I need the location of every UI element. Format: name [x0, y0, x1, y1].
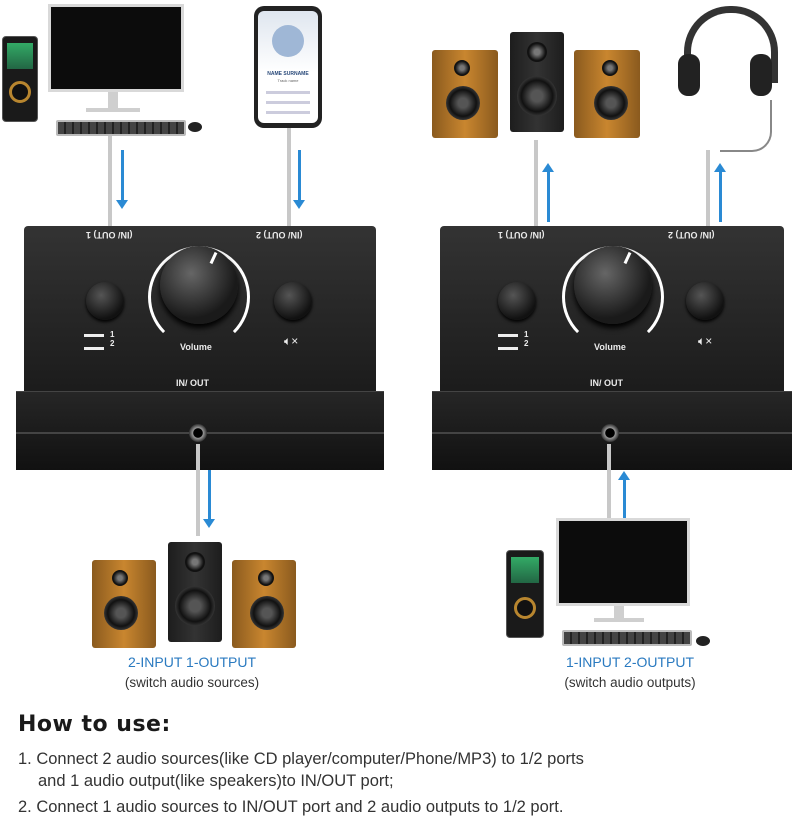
switch-mark-1: 1 — [110, 330, 115, 339]
inout-jack[interactable] — [601, 424, 619, 442]
switch-icon — [84, 334, 104, 350]
switch-mark-2: 2 — [524, 339, 529, 348]
step-1-continued: and 1 audio output(like speakers)to IN/O… — [38, 772, 394, 790]
how-to-heading: How to use: — [18, 712, 171, 737]
port2-label: (IN/ OUT) 2 — [256, 230, 303, 240]
inout-label: IN/ OUT — [176, 378, 209, 388]
port1-label: (IN/ OUT) 1 — [86, 230, 133, 240]
mute-knob[interactable] — [274, 282, 312, 320]
audio-switcher-right: (IN/ OUT) 1 (IN/ OUT) 2 1 2 Volume 🔈︎× I… — [432, 226, 792, 470]
inout-jack[interactable] — [189, 424, 207, 442]
switch-mark-1: 1 — [524, 330, 529, 339]
switch-icon — [498, 334, 518, 350]
phone-track-title: NAME SURNAME — [267, 71, 309, 77]
phone-track-sub: Track name — [277, 78, 299, 83]
audio-switcher-left: (IN/ OUT) 1 (IN/ OUT) 2 1 2 Volume 🔈︎× I… — [16, 226, 384, 470]
right-setup-title: 1-INPUT 2-OUTPUT — [565, 654, 695, 670]
speaker-icon — [168, 542, 222, 642]
computer-monitor-left — [48, 4, 184, 92]
right-setup-subtitle: (switch audio outputs) — [564, 675, 696, 690]
mp3-player-left — [2, 36, 38, 122]
left-setup-subtitle: (switch audio sources) — [124, 675, 260, 690]
source-switch-knob[interactable] — [86, 282, 124, 320]
mute-icon: 🔈︎× — [698, 334, 713, 348]
inout-label: IN/ OUT — [590, 378, 623, 388]
arrow-down-icon — [203, 519, 215, 528]
arrow-up-icon — [618, 471, 630, 480]
keyboard-right — [562, 630, 692, 646]
arrow-down-icon — [293, 200, 305, 209]
port1-label: (IN/ OUT) 1 — [498, 230, 545, 240]
headphones-icon — [678, 2, 778, 102]
mouse-right — [696, 636, 710, 646]
arrow-up-icon — [542, 163, 554, 172]
port2-label: (IN/ OUT) 2 — [668, 230, 715, 240]
mute-knob[interactable] — [686, 282, 724, 320]
left-setup-title: 2-INPUT 1-OUTPUT — [127, 654, 257, 670]
arrow-down-icon — [116, 200, 128, 209]
volume-knob[interactable] — [574, 246, 652, 324]
mp3-player-right — [506, 550, 544, 638]
speaker-icon — [510, 32, 564, 132]
speaker-icon — [574, 50, 640, 138]
keyboard-left — [56, 120, 186, 136]
volume-knob[interactable] — [160, 246, 238, 324]
volume-label: Volume — [594, 342, 626, 352]
switch-mark-2: 2 — [110, 339, 115, 348]
speaker-icon — [232, 560, 296, 648]
speaker-icon — [432, 50, 498, 138]
source-switch-knob[interactable] — [498, 282, 536, 320]
computer-monitor-right — [556, 518, 690, 606]
mouse-left — [188, 122, 202, 132]
mute-icon: 🔈︎× — [284, 334, 299, 348]
step-2: 2. Connect 1 audio sources to IN/OUT por… — [18, 798, 564, 816]
volume-label: Volume — [180, 342, 212, 352]
phone: NAME SURNAME Track name — [254, 6, 322, 128]
arrow-up-icon — [714, 163, 726, 172]
step-1: 1. Connect 2 audio sources(like CD playe… — [18, 750, 584, 768]
speaker-icon — [92, 560, 156, 648]
